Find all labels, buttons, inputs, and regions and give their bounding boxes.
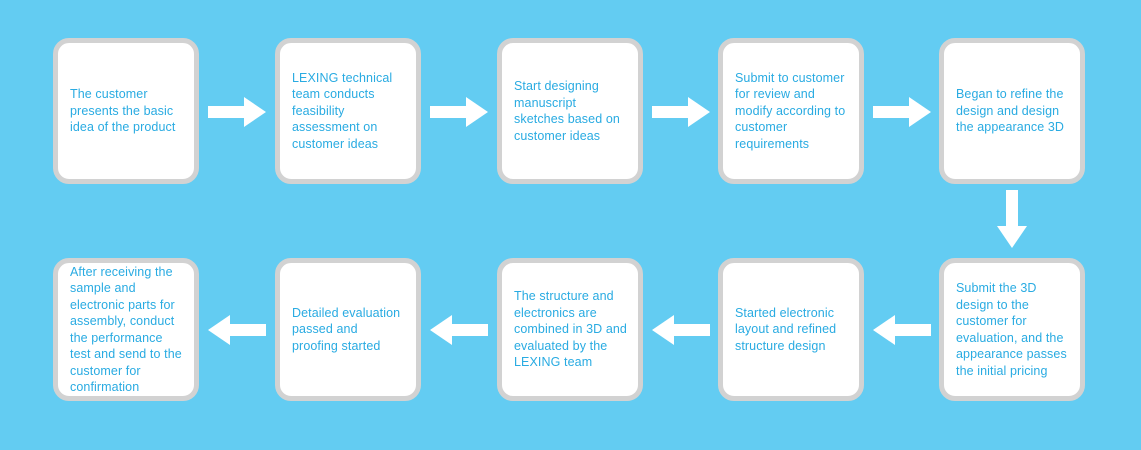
process-node-label: The structure and electronics are combin… — [514, 289, 627, 370]
arrow-down-icon-step-5-to-6 — [995, 190, 1029, 248]
arrow-left-icon-step-9-to-10 — [208, 313, 266, 347]
arrow-right-icon-step-1-to-2 — [208, 95, 266, 129]
process-node-step-9[interactable]: Detailed evaluation passed and proofing … — [275, 258, 421, 401]
process-node-label: LEXING technical team conducts feasibili… — [292, 70, 393, 151]
arrow-left-icon-step-6-to-7 — [873, 313, 931, 347]
arrow-left-icon-step-8-to-9 — [430, 313, 488, 347]
process-node-step-6[interactable]: Submit the 3D design to the customer for… — [939, 258, 1085, 401]
process-node-step-7[interactable]: Started electronic layout and refined st… — [718, 258, 864, 401]
process-node-step-3[interactable]: Start designing manuscript sketches base… — [497, 38, 643, 184]
process-node-label: The customer presents the basic idea of … — [70, 87, 176, 135]
process-node-label: Submit the 3D design to the customer for… — [956, 281, 1067, 378]
process-node-step-10[interactable]: After receiving the sample and electroni… — [53, 258, 199, 401]
process-node-step-5[interactable]: Began to refine the design and design th… — [939, 38, 1085, 184]
arrow-right-icon-step-2-to-3 — [430, 95, 488, 129]
process-node-label: After receiving the sample and electroni… — [70, 264, 182, 395]
process-node-step-8[interactable]: The structure and electronics are combin… — [497, 258, 643, 401]
process-node-label: Started electronic layout and refined st… — [735, 305, 837, 353]
arrow-left-icon-step-7-to-8 — [652, 313, 710, 347]
process-node-step-1[interactable]: The customer presents the basic idea of … — [53, 38, 199, 184]
process-node-label: Submit to customer for review and modify… — [735, 70, 846, 151]
arrow-right-icon-step-4-to-5 — [873, 95, 931, 129]
process-node-label: Start designing manuscript sketches base… — [514, 79, 620, 143]
arrow-right-icon-step-3-to-4 — [652, 95, 710, 129]
process-node-label: Detailed evaluation passed and proofing … — [292, 305, 401, 353]
process-node-label: Began to refine the design and design th… — [956, 87, 1065, 135]
process-node-step-2[interactable]: LEXING technical team conducts feasibili… — [275, 38, 421, 184]
process-node-step-4[interactable]: Submit to customer for review and modify… — [718, 38, 864, 184]
